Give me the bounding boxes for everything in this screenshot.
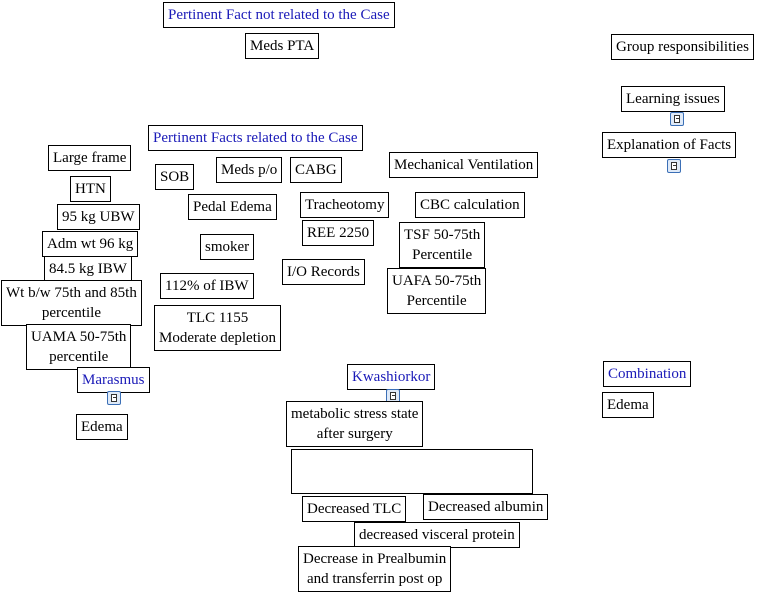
kwashiorkor-metabolic-stress: metabolic stress state after surgery [286,401,424,447]
fact-uafa-line2: Percentile [406,293,467,309]
empty-concept-box [291,449,533,494]
kwashiorkor-decreased-tlc: Decreased TLC [302,496,407,522]
fact-uafa: UAFA 50-75th Percentile [387,268,487,314]
heading-facts-related: Pertinent Facts related to the Case [148,125,363,151]
fact-uama: UAMA 50-75th percentile [26,324,132,370]
document-icon[interactable] [670,112,684,126]
fact-tsf-line1: TSF 50-75th [404,227,481,243]
prealbumin-line1: Decrease in Prealbumin [303,551,447,567]
kwashiorkor-decreased-visceral-protein: decreased visceral protein [354,522,520,548]
fact-htn: HTN [70,176,111,202]
meds-pta-node: Meds PTA [245,33,320,59]
category-marasmus: Marasmus [77,367,150,393]
fact-cbc-calculation: CBC calculation [415,192,525,218]
fact-smoker: smoker [200,234,255,260]
fact-cabg: CABG [290,157,342,183]
group-responsibilities-node: Group responsibilities [611,34,754,60]
combination-edema: Edema [602,392,654,418]
fact-ree: REE 2250 [302,220,375,246]
metabolic-stress-line2: after surgery [316,426,393,442]
fact-tlc-line2: Moderate depletion [159,330,277,346]
explanation-of-facts-node: Explanation of Facts [602,132,737,158]
category-combination: Combination [603,361,692,387]
fact-adm-wt: Adm wt 96 kg [42,231,139,257]
fact-io-records: I/O Records [282,259,365,285]
fact-tlc: TLC 1155 Moderate depletion [154,305,282,351]
fact-tsf: TSF 50-75th Percentile [399,222,486,268]
fact-sob: SOB [155,164,195,190]
fact-large-frame: Large frame [48,145,132,171]
heading-facts-not-related: Pertinent Fact not related to the Case [163,2,395,28]
metabolic-stress-line1: metabolic stress state [291,406,419,422]
document-icon[interactable] [667,159,681,173]
fact-95kg-ubw: 95 kg UBW [57,204,140,230]
kwashiorkor-prealbumin: Decrease in Prealbumin and transferrin p… [298,546,452,592]
fact-ibw-percent: 112% of IBW [160,273,254,299]
document-icon[interactable] [107,391,121,405]
marasmus-edema: Edema [76,414,128,440]
fact-meds-po: Meds p/o [216,157,283,183]
fact-tlc-line1: TLC 1155 [186,310,249,326]
fact-uafa-line1: UAFA 50-75th [392,273,482,289]
fact-pedal-edema: Pedal Edema [188,194,277,220]
fact-uama-line1: UAMA 50-75th [31,329,127,345]
fact-uama-line2: percentile [49,349,109,365]
learning-issues-node: Learning issues [621,86,725,112]
fact-tracheotomy: Tracheotomy [300,192,390,218]
fact-ibw: 84.5 kg IBW [44,256,132,282]
prealbumin-line2: and transferrin post op [306,571,443,587]
fact-wt-percentile-line2: percentile [41,305,101,321]
kwashiorkor-decreased-albumin: Decreased albumin [423,494,549,520]
fact-wt-percentile: Wt b/w 75th and 85th percentile [1,280,142,326]
fact-wt-percentile-line1: Wt b/w 75th and 85th [6,285,137,301]
fact-tsf-line2: Percentile [412,247,473,263]
fact-mechanical-ventilation: Mechanical Ventilation [389,152,539,178]
category-kwashiorkor: Kwashiorkor [347,364,436,390]
